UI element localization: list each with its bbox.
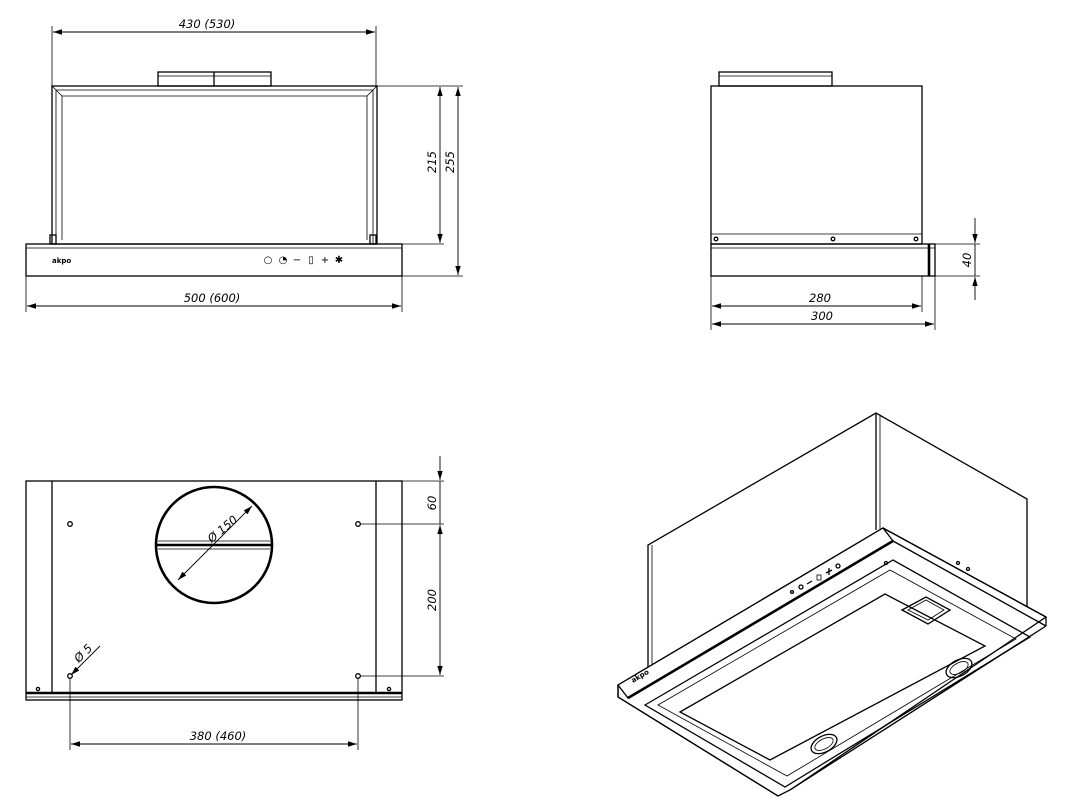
plus-icon: + — [321, 255, 329, 266]
top-view: Ø 150 Ø 5 60 200 — [25, 456, 444, 750]
brand-logo: akpo — [52, 257, 71, 265]
timer-icon: ◔ — [279, 255, 288, 266]
side-view: 40 280 300 — [710, 71, 980, 330]
dim-hole-spacing-width: 380 (460) — [69, 679, 359, 750]
display-icon: ▯ — [308, 255, 314, 266]
iso-control-panel — [789, 563, 841, 595]
minus-icon: − — [293, 255, 301, 266]
side-body — [710, 85, 923, 245]
duct-outlet: Ø 150 — [154, 485, 274, 605]
dim-hole: Ø 5 — [70, 641, 101, 676]
light-indicator-icon: ○ — [264, 255, 273, 266]
top-outline — [25, 480, 403, 701]
side-duct-collar — [718, 71, 833, 87]
dim-bottom-width: 500 (600) — [25, 276, 403, 312]
dim-heights: 215 255 — [377, 85, 463, 277]
duct-collar — [157, 71, 272, 87]
control-panel: ○ ◔ − ▯ + ✱ — [264, 255, 344, 266]
dim-vertical: 60 200 — [360, 456, 444, 677]
hood-body — [49, 85, 378, 245]
front-panel: akpo ○ ◔ − ▯ + ✱ — [25, 243, 403, 277]
dim-height-body-label: 215 — [425, 151, 439, 173]
dim-offset-label: 60 — [425, 496, 439, 511]
dim-bottom-width-label: 500 (600) — [184, 291, 241, 305]
dim-depths: 280 300 — [710, 276, 936, 330]
dim-hole-spacing-depth-label: 200 — [425, 589, 439, 611]
dim-top-width: 430 (530) — [51, 17, 377, 86]
dim-hole-spacing-width-label: 380 (460) — [190, 729, 247, 743]
dim-front-height: 40 — [935, 218, 980, 300]
iso-view: akpo — [617, 412, 1048, 797]
dim-depth-inner-label: 280 — [809, 291, 831, 305]
dim-front-height-label: 40 — [960, 253, 974, 268]
side-front-panel — [710, 243, 936, 277]
light-icon: ✱ — [335, 255, 343, 266]
dim-hole-label: Ø 5 — [70, 641, 95, 666]
dim-height-total-label: 255 — [443, 151, 457, 173]
dim-top-width-label: 430 (530) — [179, 17, 236, 31]
front-view: 430 (530) akpo ○ — [25, 17, 463, 312]
dim-depth-total-label: 300 — [811, 309, 833, 323]
iso-front-frame: akpo — [617, 527, 1048, 797]
mounting-holes — [35, 521, 392, 692]
